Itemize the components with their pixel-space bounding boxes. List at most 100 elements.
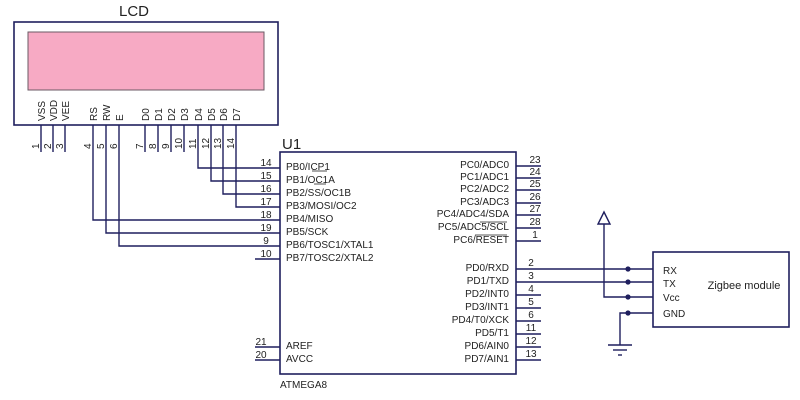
zigbee-pin-label: GND bbox=[663, 309, 685, 320]
lcd-mcu-wire bbox=[235, 125, 255, 208]
zigbee-pin-label: Vcc bbox=[663, 293, 680, 304]
mcu-pin-label: PD2/INT0 bbox=[465, 289, 509, 300]
lcd-pin-number: 8 bbox=[148, 143, 159, 149]
mcu-pin-number: 9 bbox=[263, 236, 269, 247]
mcu-pin-number: 28 bbox=[529, 217, 541, 228]
mcu-pin-number: 5 bbox=[528, 297, 534, 308]
mcu-pin-number: 23 bbox=[529, 155, 541, 166]
lcd-pin-number: 14 bbox=[226, 137, 237, 149]
mcu-pin-label: PB4/MISO bbox=[286, 214, 333, 225]
lcd-pin-label: D4 bbox=[194, 108, 205, 121]
mcu-pin-label: PD4/T0/XCK bbox=[452, 315, 510, 326]
lcd-pin-label: D0 bbox=[141, 108, 152, 121]
mcu-pin-label: PD6/AIN0 bbox=[465, 341, 510, 352]
lcd-mcu-wire bbox=[92, 125, 255, 221]
junction-dot bbox=[625, 310, 631, 316]
power-arrow-icon bbox=[596, 210, 612, 225]
mcu-pin-label: PC0/ADC0 bbox=[460, 160, 509, 171]
mcu-pin-label: PD0/RXD bbox=[466, 263, 509, 274]
mcu-pin-number: 24 bbox=[529, 167, 541, 178]
zigbee-pin-label: RX bbox=[663, 266, 677, 277]
mcu-pin-label: PB3/MOSI/OC2 bbox=[286, 201, 357, 212]
mcu-ref: U1 bbox=[282, 136, 301, 153]
mcu-pin-number: 26 bbox=[529, 192, 541, 203]
mcu-pin-number: 20 bbox=[255, 350, 267, 361]
mcu-pin-number: 17 bbox=[260, 197, 272, 208]
mcu-pin-number: 10 bbox=[260, 249, 272, 260]
mcu-pin-label: PB1/OC1A bbox=[286, 175, 335, 186]
lcd-pin-number: 9 bbox=[161, 143, 172, 149]
lcd-pin-number: 12 bbox=[201, 137, 212, 149]
lcd-pin-label: D1 bbox=[154, 108, 165, 121]
mcu-pin-label: AREF bbox=[286, 341, 313, 352]
lcd-pin-number: 7 bbox=[135, 143, 146, 149]
mcu-pin-number: 19 bbox=[260, 223, 272, 234]
lcd-pin-number: 4 bbox=[83, 143, 94, 149]
lcd-pin-label: E bbox=[115, 114, 126, 121]
lcd-pin-number: 13 bbox=[213, 137, 224, 149]
lcd-mcu-wire bbox=[210, 125, 255, 182]
lcd-pin-label: VDD bbox=[49, 100, 60, 121]
mcu-body bbox=[279, 151, 517, 375]
lcd-pin-label: RW bbox=[102, 104, 113, 121]
mcu-pin-label: PB5/SCK bbox=[286, 227, 329, 238]
zigbee-title: Zigbee module bbox=[708, 280, 781, 292]
mcu-pin-label: PB7/TOSC2/XTAL2 bbox=[286, 253, 374, 264]
mcu-pin-label: AVCC bbox=[286, 354, 313, 365]
mcu-pin-number: 15 bbox=[260, 171, 272, 182]
junction-dot bbox=[625, 294, 631, 300]
mcu-pin-label: PD7/AIN1 bbox=[465, 354, 510, 365]
mcu-pin-number: 4 bbox=[528, 284, 534, 295]
lcd-pin-number: 1 bbox=[31, 143, 42, 149]
lcd-title: LCD bbox=[119, 3, 149, 20]
lcd-pin-label: D2 bbox=[167, 108, 178, 121]
mcu-pin-number: 6 bbox=[528, 310, 534, 321]
lcd-pin-label: D7 bbox=[232, 108, 243, 121]
mcu-pin-number: 11 bbox=[526, 323, 537, 334]
lcd-pin-label: D5 bbox=[207, 108, 218, 121]
mcu-pin-number: 12 bbox=[525, 336, 537, 347]
lcd-pin-number: 5 bbox=[96, 143, 107, 149]
mcu-pin-label: PD1/TXD bbox=[467, 276, 509, 287]
mcu-pin-number: 16 bbox=[260, 184, 272, 195]
lcd-pin-number: 11 bbox=[188, 138, 199, 149]
lcd-pin-label: VEE bbox=[61, 101, 72, 121]
mcu-pin-number: 13 bbox=[525, 349, 537, 360]
lcd-mcu-wire bbox=[118, 125, 255, 247]
lcd-mcu-wire bbox=[105, 125, 255, 234]
mcu-pin-label: PC3/ADC3 bbox=[460, 197, 509, 208]
lcd-pin-number: 3 bbox=[55, 143, 66, 149]
lcd-pin-label: VSS bbox=[37, 101, 48, 121]
lcd-pin-number: 2 bbox=[43, 143, 54, 149]
mcu-pin-number: 18 bbox=[260, 210, 272, 221]
mcu-part-name: ATMEGA8 bbox=[280, 380, 327, 391]
mcu-pin-label: PC6/RESET bbox=[453, 235, 509, 246]
mcu-pin-number: 25 bbox=[529, 179, 541, 190]
mcu-pin-label: PB0/ICP1 bbox=[286, 162, 330, 173]
mcu-pin-label: PC2/ADC2 bbox=[460, 184, 509, 195]
gnd-wire bbox=[619, 312, 653, 345]
zigbee-body bbox=[652, 251, 790, 328]
mcu-pin-number: 1 bbox=[532, 230, 538, 241]
mcu-pin-number: 2 bbox=[528, 258, 534, 269]
junction-dot bbox=[625, 266, 631, 272]
mcu-pin-number: 21 bbox=[255, 337, 267, 348]
mcu-pin-number: 14 bbox=[260, 158, 272, 169]
junction-dot bbox=[625, 279, 631, 285]
mcu-pin-label: PB2/SS/OC1B bbox=[286, 188, 351, 199]
lcd-pin-label: D3 bbox=[180, 108, 191, 121]
lcd-mcu-wire bbox=[222, 125, 255, 195]
mcu-pin-label: PC5/ADC5/SCL bbox=[438, 222, 510, 233]
mcu-pin-label: PB6/TOSC1/XTAL1 bbox=[286, 240, 374, 251]
mcu-pin-label: PC1/ADC1 bbox=[460, 172, 509, 183]
mcu-pin-label: PC4/ADC4/SDA bbox=[437, 209, 510, 220]
mcu-pin-number: 27 bbox=[529, 204, 541, 215]
lcd-pin-number: 6 bbox=[109, 143, 120, 149]
mcu-pin-label: PD3/INT1 bbox=[465, 302, 509, 313]
lcd-pin-label: RS bbox=[89, 107, 100, 121]
lcd-pin-number: 10 bbox=[174, 137, 185, 149]
lcd-screen bbox=[27, 31, 265, 91]
mcu-pin-label: PD5/T1 bbox=[475, 328, 509, 339]
zigbee-pin-label: TX bbox=[663, 279, 676, 290]
